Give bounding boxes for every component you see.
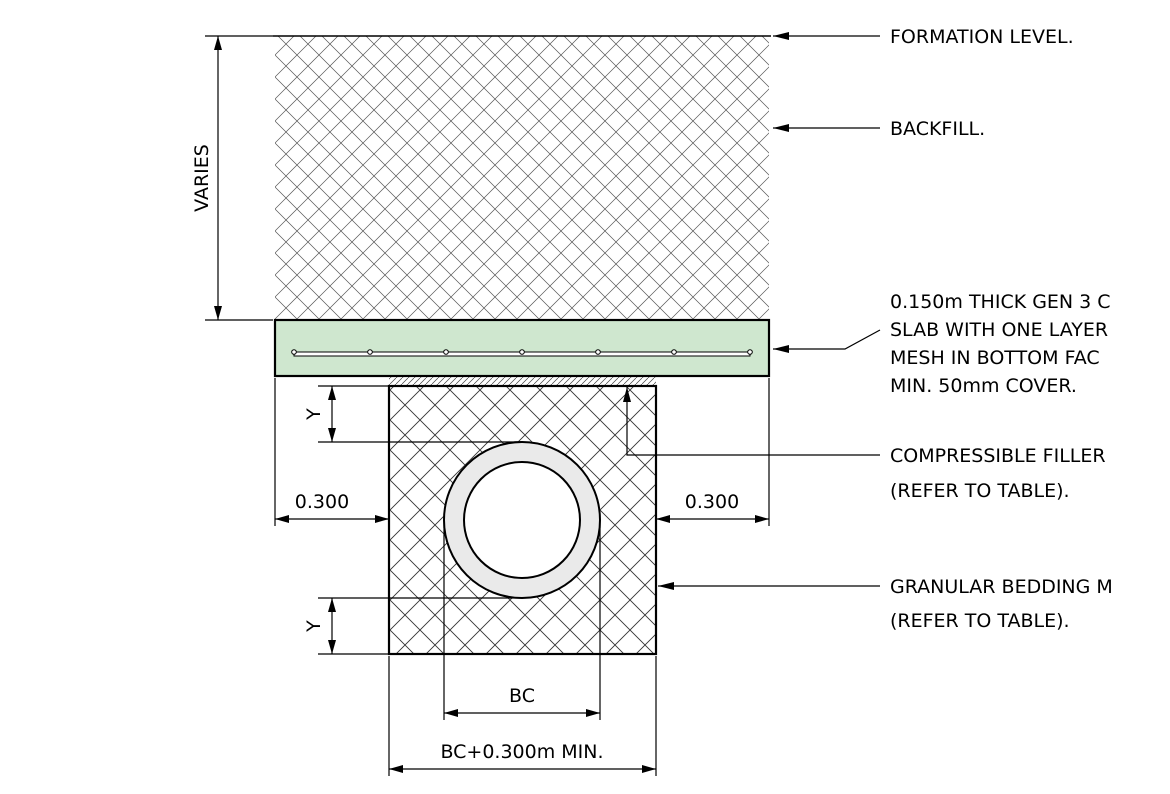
formation-level-callout: FORMATION LEVEL. — [890, 26, 1074, 48]
concrete-slab — [273, 318, 771, 378]
pipe — [443, 441, 601, 599]
bc-dimension: BC — [443, 520, 601, 720]
compressible-filler — [389, 377, 656, 386]
leader-backfill — [773, 124, 880, 132]
y-bottom-dimension: Y — [303, 597, 522, 655]
y-top-dimension: Y — [303, 385, 522, 443]
slab-callout-line-3: MESH IN BOTTOM FAC — [890, 347, 1100, 369]
slab-callout-line-2: SLAB WITH ONE LAYER — [890, 319, 1108, 341]
leader-compressible-filler — [623, 387, 880, 456]
backfill-callout: BACKFILL. — [890, 118, 985, 140]
leader-formation-level — [773, 32, 880, 40]
varies-label: VARIES — [191, 144, 213, 212]
y-top-label: Y — [303, 408, 325, 421]
bc-label: BC — [509, 685, 535, 707]
bedding-callout-line-1: GRANULAR BEDDING M — [890, 576, 1113, 598]
left-offset-dimension: 0.300 — [274, 378, 389, 526]
y-bottom-label: Y — [303, 620, 325, 633]
filler-callout-line-2: (REFER TO TABLE). — [890, 480, 1070, 502]
left-offset-label: 0.300 — [295, 491, 349, 513]
right-offset-dimension: 0.300 — [656, 378, 770, 526]
leader-slab — [773, 329, 881, 353]
leader-granular-bedding — [658, 582, 880, 590]
trench-width-dimension: BC+0.300m MIN. — [388, 656, 657, 776]
backfill-zone — [275, 36, 769, 320]
slab-callout-line-1: 0.150m THICK GEN 3 C — [890, 291, 1111, 313]
right-offset-label: 0.300 — [685, 491, 739, 513]
varies-dimension: VARIES — [191, 35, 273, 321]
filler-callout-line-1: COMPRESSIBLE FILLER — [890, 445, 1106, 467]
trench-width-label: BC+0.300m MIN. — [440, 741, 603, 763]
reinforcement-mesh — [291, 349, 753, 357]
bedding-callout-line-2: (REFER TO TABLE). — [890, 610, 1070, 632]
slab-callout-line-4: MIN. 50mm COVER. — [890, 375, 1077, 397]
